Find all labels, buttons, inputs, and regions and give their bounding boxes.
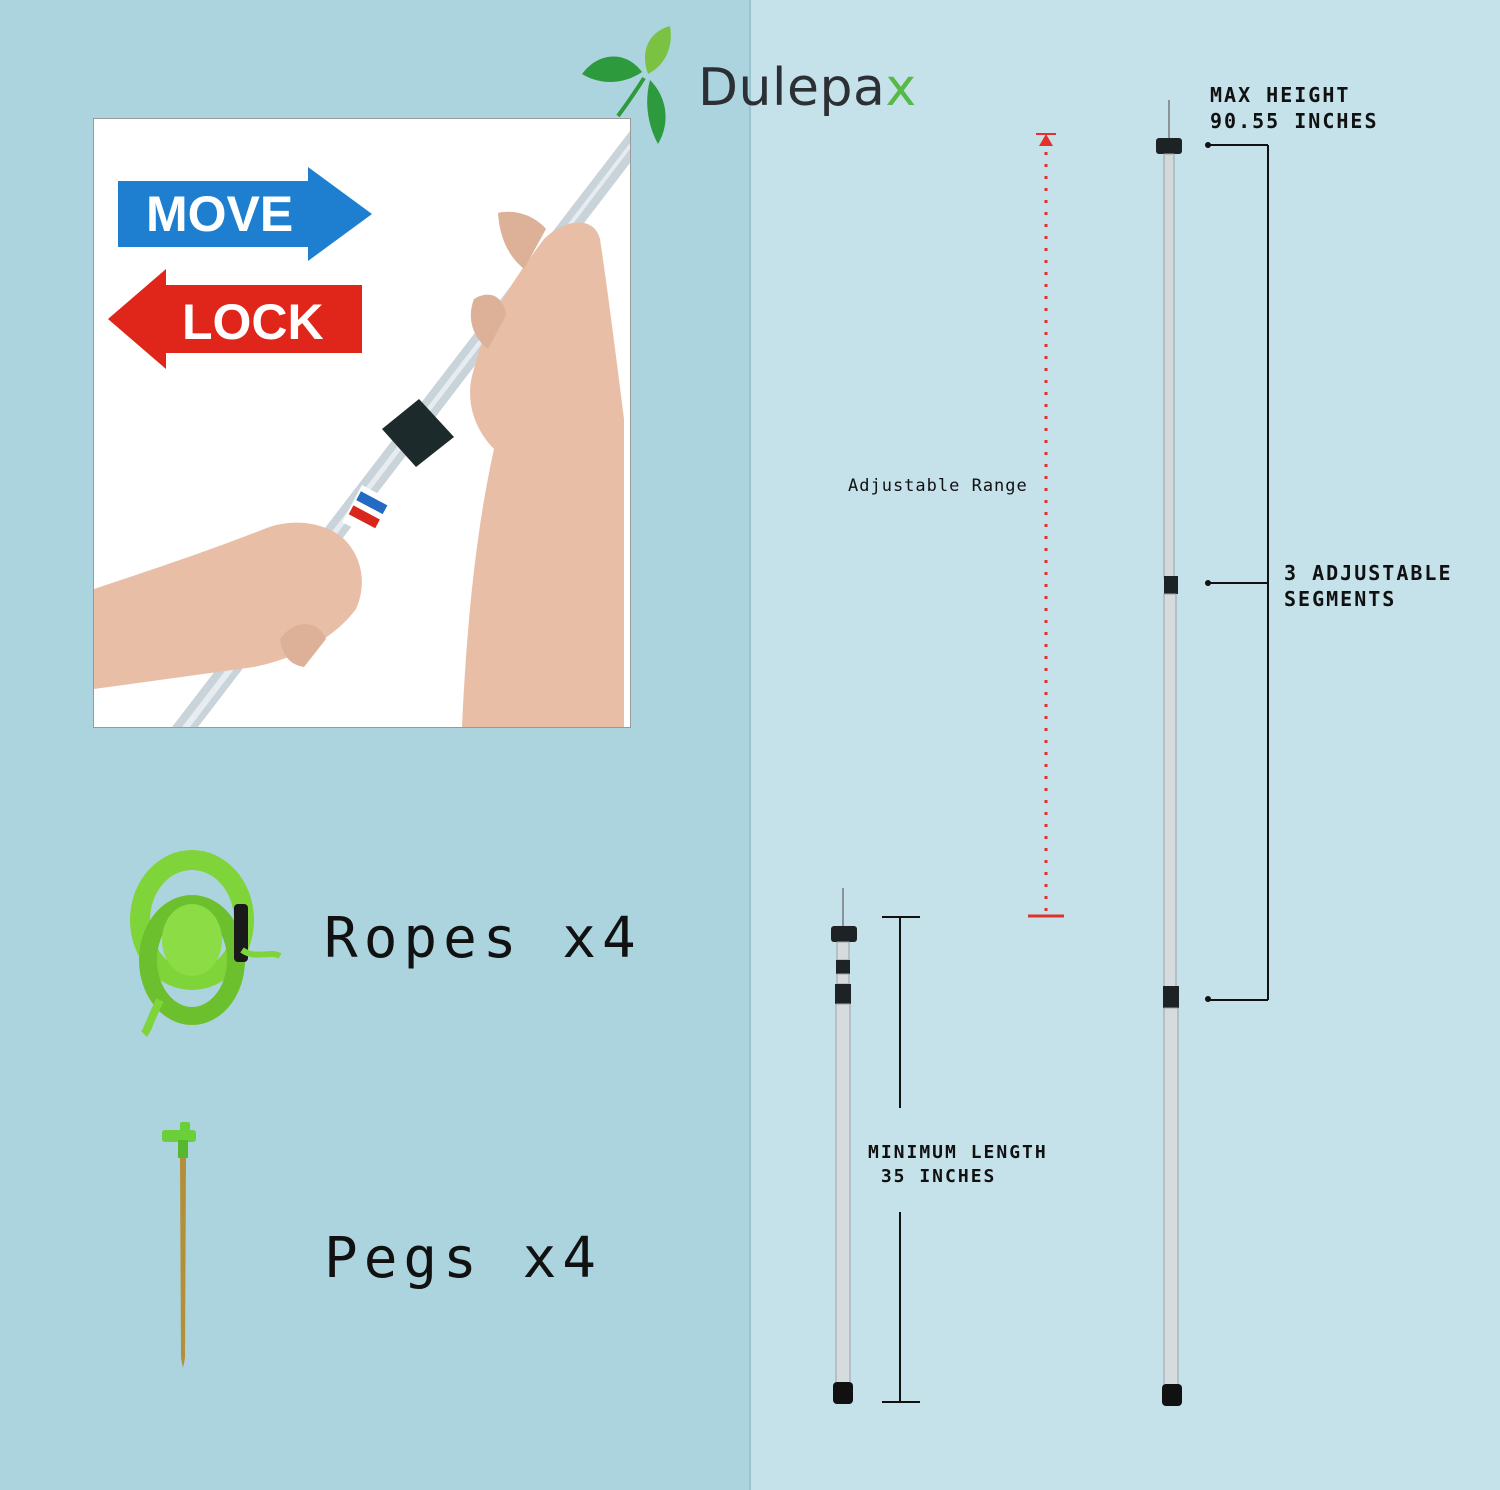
adjustable-range-label: Adjustable Range — [848, 476, 1028, 496]
min-length-label: MINIMUM LENGTH 35 INCHES — [868, 1142, 1048, 1187]
tent-peg-icon — [162, 1122, 196, 1368]
min-pole-foot — [833, 1382, 853, 1404]
pegs-label: Pegs x4 — [324, 1226, 603, 1291]
panel-divider — [749, 0, 751, 1490]
min-pole-segment-mid — [836, 973, 850, 985]
min-pole-lock-upper — [836, 960, 850, 974]
right-panel — [750, 0, 1500, 1490]
min-pole-lock-lower — [835, 984, 851, 1004]
brand-name: Dulepax — [698, 58, 917, 118]
brand-logo: Dulepax — [578, 22, 928, 152]
segments-label: 3 ADJUSTABLE SEGMENTS — [1284, 561, 1453, 611]
max-pole-segment-top — [1163, 153, 1175, 579]
max-pole-foot — [1162, 1384, 1182, 1406]
instruction-photo: MOVE LOCK — [93, 118, 631, 728]
ropes-label: Ropes x4 — [324, 906, 642, 971]
adjustable-range-arrow — [1039, 134, 1053, 146]
min-pole-cap — [831, 926, 857, 942]
lock-label: LOCK — [182, 294, 324, 350]
min-pole-segment-bottom — [835, 1003, 851, 1385]
max-pole-cap — [1156, 138, 1182, 154]
max-height-label: MAX HEIGHT 90.55 INCHES — [1210, 83, 1379, 133]
max-pole-segment-mid — [1163, 593, 1177, 989]
rope-coil-icon — [130, 850, 282, 1037]
move-label: MOVE — [146, 186, 294, 242]
hands-on-pole-illustration — [94, 131, 630, 727]
leaf-logo-icon — [582, 26, 671, 144]
max-pole-segment-bottom — [1163, 1007, 1179, 1387]
max-pole-lock-lower — [1163, 986, 1179, 1008]
max-pole-lock-upper — [1164, 576, 1178, 594]
move-arrow-icon — [108, 167, 372, 369]
min-pole-segment-top — [836, 941, 850, 961]
